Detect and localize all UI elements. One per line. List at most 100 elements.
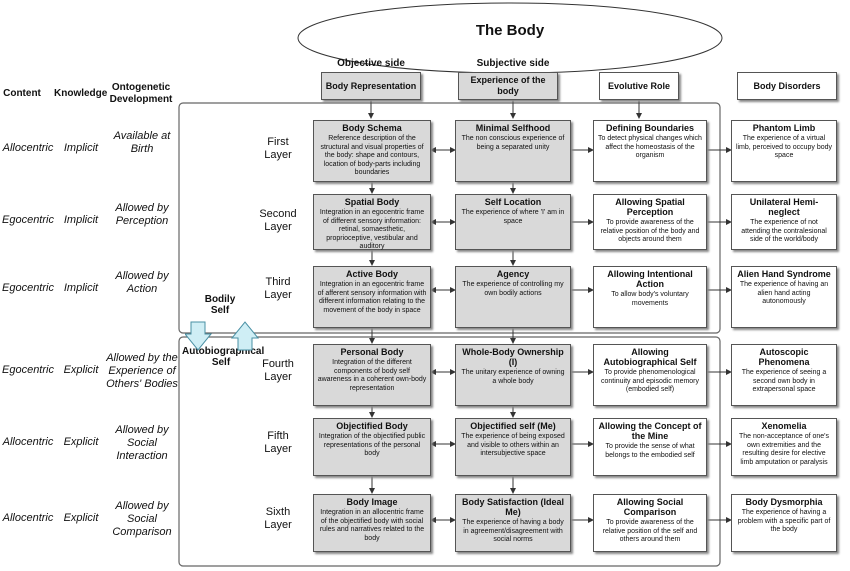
down-arrow-icon xyxy=(185,321,213,351)
ontogenetic-cell: Allowed by Action xyxy=(115,270,169,295)
content-cell: Allocentric xyxy=(2,436,54,448)
evolutive-role-header: Evolutive Role xyxy=(599,72,679,100)
experience-box: Objectified self (Me)The experience of b… xyxy=(455,418,571,476)
representation-box-text: Integration in an egocentric frame of di… xyxy=(319,209,425,250)
content-cell: Egocentric xyxy=(2,214,54,226)
content-cell: Egocentric xyxy=(2,364,54,376)
experience-box-title: Agency xyxy=(496,269,530,279)
autobiographical-self-label: Autobiographical Self xyxy=(182,346,265,368)
evolutive-box-text: To allow body's voluntary movements xyxy=(611,291,689,307)
disorder-box-title: Xenomelia xyxy=(761,421,807,431)
disorder-box-title: Autoscopic Phenomena xyxy=(758,347,810,367)
experience-box-title: Whole-Body Ownership (I) xyxy=(462,347,564,367)
experience-box: Body Satisfaction (Ideal Me)The experien… xyxy=(455,494,571,552)
ontogenetic-cell: Allowed by Perception xyxy=(115,202,169,227)
disorder-box-text: The experience of a virtual limb, percei… xyxy=(735,135,833,159)
representation-box-title: Personal Body xyxy=(340,347,404,357)
layer-label: Third Layer xyxy=(264,276,292,301)
experience-box-text: The non conscious experience of being a … xyxy=(461,135,565,151)
body-disorders-header: Body Disorders xyxy=(737,72,837,100)
representation-box-text: Integration of the different components … xyxy=(317,359,427,392)
disorder-box-text: The experience of having an alien hand a… xyxy=(739,281,829,305)
evolutive-box: Allowing the Concept of the Mine To provi… xyxy=(593,418,707,476)
representation-box-title: Active Body xyxy=(345,269,398,279)
experience-box-title: Minimal Selfhood xyxy=(475,123,551,133)
representation-box-text: Integration in an egocentric frame of af… xyxy=(317,281,427,314)
knowledge-cell: Implicit xyxy=(63,142,99,154)
experience-box: Whole-Body Ownership (I) The unitary expe… xyxy=(455,344,571,406)
evolutive-box-text: To detect physical changes which affect … xyxy=(598,135,702,159)
knowledge-header: Knowledge xyxy=(54,88,108,99)
representation-box-title: Body Image xyxy=(346,497,398,507)
experience-header: Experience of the body xyxy=(458,72,558,100)
subjective-side-label: Subjective side xyxy=(476,58,550,69)
group-transition-arrows xyxy=(185,321,260,351)
representation-box-text: Reference description of the structural … xyxy=(320,135,424,176)
content-header: Content xyxy=(3,88,41,99)
disorder-box-title: Alien Hand Syndrome xyxy=(737,269,831,279)
disorder-box-text: The experience of not attending the cont… xyxy=(741,219,827,243)
layer-label: First Layer xyxy=(264,136,292,161)
disorder-box-text: The experience of having a problem with … xyxy=(737,509,831,533)
experience-box-text: The experience of being exposed and visi… xyxy=(461,433,565,457)
layer-label: Second Layer xyxy=(259,208,297,233)
evolutive-box-text: To provide phenomenological continuity a… xyxy=(600,369,700,393)
knowledge-cell: Implicit xyxy=(63,214,99,226)
experience-box-title: Self Location xyxy=(484,197,542,207)
representation-box-text: Integration of the objectified public re… xyxy=(318,433,426,457)
experience-box-text: The unitary experience of owning a whole… xyxy=(461,369,565,385)
knowledge-cell: Explicit xyxy=(63,436,99,448)
autobiographical-self-frame xyxy=(178,336,721,567)
ontogenetic-cell: Allowed by Social Comparison xyxy=(112,500,172,538)
ontogenetic-header: Ontogenetic Development xyxy=(109,82,173,105)
representation-box-title: Objectified Body xyxy=(336,421,408,431)
knowledge-cell: Implicit xyxy=(63,282,99,294)
evolutive-box-text: To provide awareness of the relative pos… xyxy=(600,219,700,243)
layer-label: Fourth Layer xyxy=(262,358,294,383)
representation-box-text: Integration in an allocentric frame of t… xyxy=(319,509,425,542)
evolutive-box-title: Allowing Social Comparison xyxy=(616,497,684,517)
evolutive-box-title: Allowing the Concept of the Mine xyxy=(598,421,702,441)
content-cell: Egocentric xyxy=(2,282,54,294)
evolutive-box-text: To provide awareness of the relative pos… xyxy=(602,519,698,543)
disorder-box-text: The experience of seeing a second own bo… xyxy=(741,369,827,393)
ontogenetic-cell: Available at Birth xyxy=(113,130,171,155)
representation-box-title: Spatial Body xyxy=(344,197,400,207)
body-representation-header: Body Representation xyxy=(321,72,421,100)
experience-box-text: The experience of where 'I' am in space xyxy=(461,209,565,225)
knowledge-cell: Explicit xyxy=(63,512,99,524)
up-arrow-icon xyxy=(230,321,260,351)
knowledge-cell: Explicit xyxy=(63,364,99,376)
layer-label: Sixth Layer xyxy=(264,506,292,531)
bodily-self-label: Bodily Self xyxy=(204,294,236,316)
experience-box-title: Body Satisfaction (Ideal Me) xyxy=(461,497,565,517)
layer-label: Fifth Layer xyxy=(264,430,292,455)
representation-box-title: Body Schema xyxy=(342,123,402,133)
experience-box-text: The experience of having a body in agree… xyxy=(462,519,564,543)
bodily-self-frame xyxy=(178,102,721,334)
evolutive-box-text: To provide the sense of what belongs to … xyxy=(605,443,695,459)
disorder-box-text: The non-acceptance of one's own extremit… xyxy=(738,433,830,466)
ontogenetic-cell: Allowed by the Experience of Others' Bod… xyxy=(106,352,178,390)
evolutive-box-title: Allowing Autobiographical Self xyxy=(603,347,697,367)
